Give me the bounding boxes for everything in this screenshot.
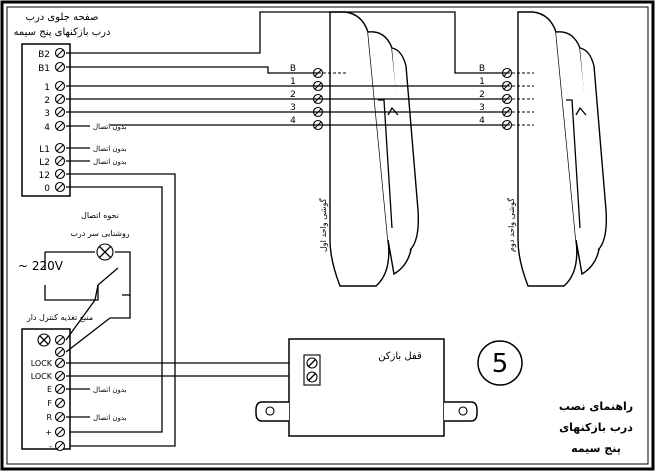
- outdoor-terminal: [54, 93, 66, 105]
- power-terminal-label: F: [47, 399, 52, 408]
- outdoor-terminal: [54, 142, 66, 154]
- voltage-label: ~ 220V: [18, 259, 64, 273]
- outdoor-terminal-label: B1: [38, 64, 50, 74]
- switch-icon: [97, 267, 119, 286]
- outdoor-terminal-label: L2: [39, 158, 50, 168]
- handset-terminal-label: 4: [479, 116, 485, 126]
- power-terminal: [54, 426, 66, 438]
- no-connection-label: بدون اتصال: [93, 158, 127, 166]
- guide-line3: پنج سیمه: [571, 442, 621, 455]
- guide-line2: درب بازکنهای: [559, 421, 633, 434]
- light-label-line1: نحوه اتصال: [81, 211, 119, 220]
- handset-terminal-label: 2: [290, 90, 296, 100]
- outdoor-panel-title: صفحه جلوی درب: [26, 12, 99, 23]
- inner-frame: [6, 6, 649, 465]
- power-terminal-label: +: [45, 428, 52, 437]
- power-terminal: [54, 383, 66, 395]
- outdoor-terminal-label: 1: [44, 83, 50, 93]
- outdoor-terminal-label: L1: [39, 145, 50, 155]
- diagram-number: 5: [492, 349, 509, 379]
- door-light-circuit: [44, 243, 131, 319]
- power-terminal-label: R: [46, 413, 52, 422]
- handset-1-label: گوشی واحد اول: [318, 198, 328, 252]
- outdoor-terminal: [54, 168, 66, 180]
- outdoor-terminal: [54, 61, 66, 73]
- handset-2-label: گوشی واحد دوم: [506, 198, 516, 252]
- outdoor-terminal: [54, 47, 66, 59]
- power-terminal: [54, 370, 66, 382]
- handset-terminal-label: B: [290, 64, 296, 74]
- outdoor-terminal-label: B2: [38, 50, 50, 60]
- handset-terminal-label: 4: [290, 116, 296, 126]
- outdoor-panel-subtitle: درب بازکنهای پنج سیمه: [14, 27, 111, 38]
- wire-12-to-power: [66, 173, 176, 447]
- handset-unit-1: [329, 11, 420, 287]
- power-terminal-label: LOCK: [31, 359, 53, 368]
- power-terminal-label: -: [49, 442, 52, 451]
- outdoor-terminal: [54, 120, 66, 132]
- handset-terminal-label: 3: [479, 103, 485, 113]
- power-terminal-label: E: [47, 385, 52, 394]
- handset-terminal-label: 1: [290, 77, 296, 87]
- guide-line1: راهنمای نصب: [559, 400, 633, 413]
- outdoor-terminal: [54, 80, 66, 92]
- handset-unit-2: [517, 11, 608, 287]
- wire-0-to-power: [66, 186, 163, 433]
- no-connection-label: بدون اتصال: [93, 386, 127, 394]
- door-lock-label: قفل بازکن: [378, 351, 422, 362]
- outdoor-terminal-label: 0: [44, 184, 50, 194]
- power-terminal: [54, 357, 66, 369]
- outdoor-terminal: [54, 106, 66, 118]
- outdoor-terminal: [54, 155, 66, 167]
- no-connection-label: بدون اتصال: [93, 414, 127, 422]
- handset-2-terminals: B 1 2 3 4: [479, 64, 513, 131]
- outdoor-terminal-label: 12: [39, 171, 50, 181]
- outdoor-terminal: [54, 181, 66, 193]
- no-connection-label: بدون اتصال: [93, 123, 127, 131]
- handset-terminal-label: 2: [479, 90, 485, 100]
- power-supply-title: منبع تغذیه کنترل دار: [26, 313, 93, 322]
- power-terminal: [54, 440, 66, 452]
- light-label-line2: روشنایی سر درب: [70, 229, 129, 238]
- power-terminal: [54, 334, 66, 346]
- door-lock: [255, 338, 478, 437]
- handset-terminal-label: B: [479, 64, 485, 74]
- handset-1-terminals: B 1 2 3 4: [290, 64, 324, 131]
- handset-terminal-label: 1: [479, 77, 485, 87]
- power-terminal: [54, 411, 66, 423]
- no-connection-label: بدون اتصال: [93, 145, 127, 153]
- outdoor-terminal-label: 2: [44, 96, 50, 106]
- wires-panel-to-handsets: [66, 11, 534, 162]
- power-terminal-label: LOCK: [31, 372, 53, 381]
- power-supply-terminals: LOCK LOCK EFR + -: [31, 334, 66, 452]
- outdoor-terminal-label: 3: [44, 109, 50, 119]
- diagram-number-circle: [477, 340, 523, 386]
- power-terminal: [54, 346, 66, 358]
- outdoor-terminal-label: 4: [44, 123, 50, 133]
- handset-terminal-label: 3: [290, 103, 296, 113]
- power-terminal: [54, 397, 66, 409]
